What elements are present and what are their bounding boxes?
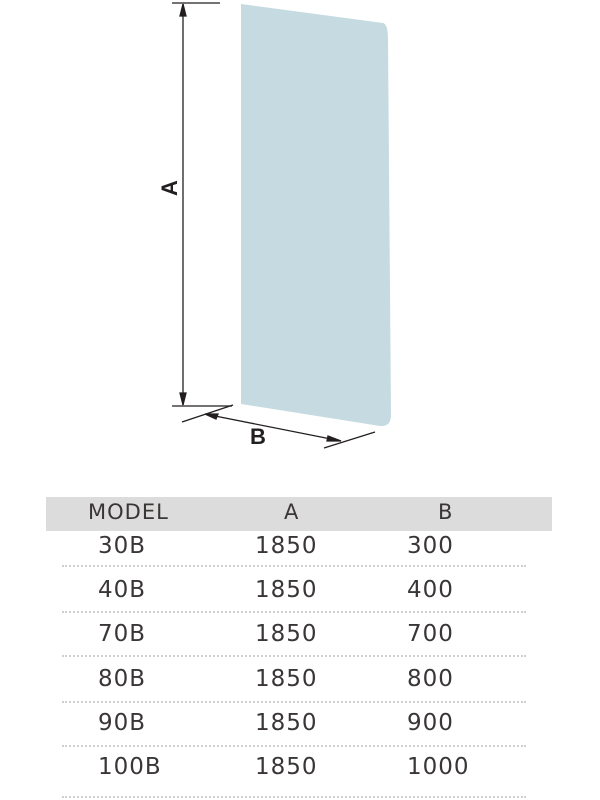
glass-panel <box>241 4 391 427</box>
table-header: MODEL A B <box>46 497 552 531</box>
cell-b: 800 <box>407 666 454 692</box>
cell-b: 400 <box>407 577 454 603</box>
cell-a: 1850 <box>255 533 318 559</box>
dimension-a-label: A <box>157 180 182 196</box>
row-divider <box>62 611 526 613</box>
table-row: 70B 1850 700 <box>0 621 600 665</box>
table-row: 30B 1850 300 <box>0 533 600 577</box>
cell-model: 90B <box>98 710 147 736</box>
header-model: MODEL <box>88 500 169 524</box>
dimension-b-line <box>204 413 342 442</box>
row-divider <box>62 701 526 703</box>
table-row: 100B 1850 1000 <box>0 754 600 798</box>
cell-a: 1850 <box>255 621 318 647</box>
cell-model: 80B <box>98 666 147 692</box>
cell-a: 1850 <box>255 710 318 736</box>
cell-a: 1850 <box>255 666 318 692</box>
cell-b: 300 <box>407 533 454 559</box>
header-b: B <box>438 500 454 524</box>
table-row: 40B 1850 400 <box>0 577 600 621</box>
cell-b: 900 <box>407 710 454 736</box>
row-divider <box>62 565 526 567</box>
header-a: A <box>284 500 300 524</box>
cell-a: 1850 <box>255 577 318 603</box>
cell-model: 100B <box>98 754 162 780</box>
cell-model: 30B <box>98 533 147 559</box>
cell-model: 70B <box>98 621 147 647</box>
row-divider <box>62 655 526 657</box>
panel-diagram: A B <box>157 2 391 449</box>
cell-a: 1850 <box>255 754 318 780</box>
table-row: 80B 1850 800 <box>0 666 600 710</box>
table-row: 90B 1850 900 <box>0 710 600 754</box>
cell-b: 700 <box>407 621 454 647</box>
row-divider <box>62 796 526 798</box>
row-divider <box>62 745 526 747</box>
cell-model: 40B <box>98 577 147 603</box>
cell-b: 1000 <box>407 754 470 780</box>
dimension-b-label: B <box>250 424 266 449</box>
